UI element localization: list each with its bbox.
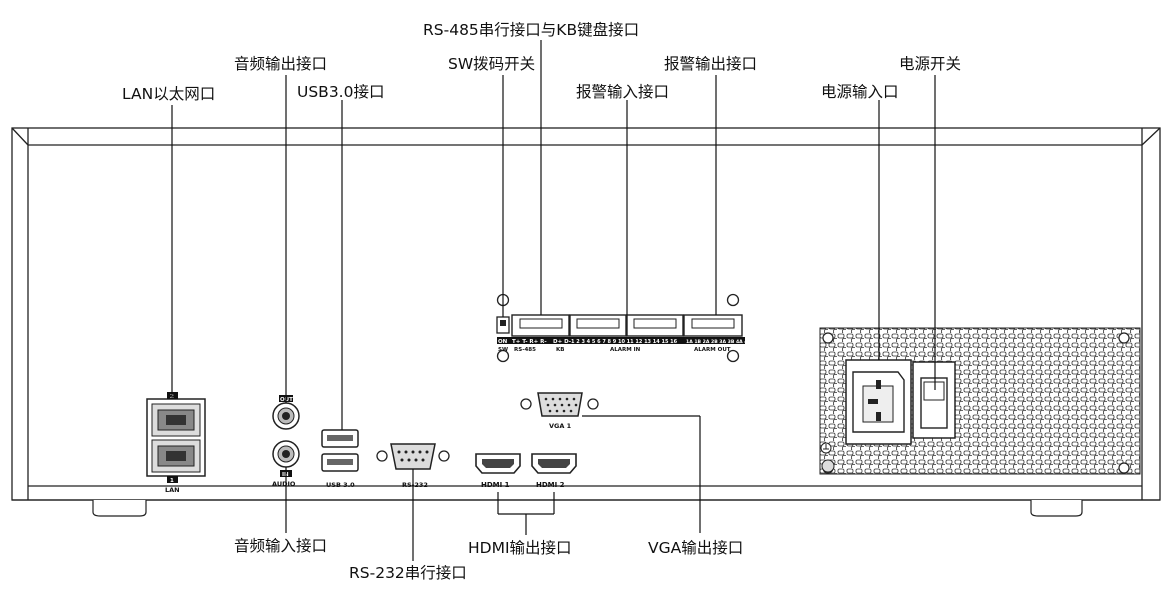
callout-rs232: RS-232串行接口 xyxy=(349,564,467,582)
lan-port-2[interactable] xyxy=(151,403,201,437)
callout-audio-in: 音频输入接口 xyxy=(234,537,327,555)
usb-port-2[interactable] xyxy=(321,453,359,472)
alarm-out-label: ALARM OUT xyxy=(694,347,731,353)
chassis xyxy=(11,127,1161,501)
leader-lines xyxy=(171,40,936,561)
hdmi-ports: HDMI 1 HDMI 2 xyxy=(475,453,577,489)
hdmi1-label: HDMI 1 xyxy=(481,481,510,489)
callout-vga: VGA输出接口 xyxy=(648,539,743,557)
callout-lan: LAN以太网口 xyxy=(122,85,215,103)
hdmi-port-2[interactable] xyxy=(531,453,577,474)
power-switch[interactable] xyxy=(912,361,956,439)
sw-dip-switch[interactable] xyxy=(496,316,510,334)
usb-port-1[interactable] xyxy=(321,429,359,448)
hdmi-port-1[interactable] xyxy=(475,453,521,474)
power-supply xyxy=(819,327,1141,475)
usb-label: USB 3.0 xyxy=(326,481,355,489)
callout-labels: LAN以太网口 音频输出接口 USB3.0接口 SW拨码开关 RS-485串行接… xyxy=(122,20,961,582)
terminal-screws xyxy=(496,293,740,363)
rubber-feet xyxy=(92,500,1083,517)
callout-usb: USB3.0接口 xyxy=(297,83,384,101)
callout-power-switch: 电源开关 xyxy=(899,55,961,73)
callout-audio-out: 音频输出接口 xyxy=(234,55,327,73)
kb-pins: D+ D- xyxy=(553,339,571,345)
rs232-label: RS-232 xyxy=(402,481,428,489)
rs485-label: RS-485 xyxy=(514,347,536,353)
rs485-pins: T+ T- R+ R- xyxy=(512,339,547,345)
callout-power-in: 电源输入口 xyxy=(821,83,899,101)
callout-hdmi: HDMI输出接口 xyxy=(468,539,572,557)
vga-port[interactable]: VGA 1 xyxy=(520,392,599,430)
lan-ports: 2 1 LAN xyxy=(146,392,206,494)
usb-ports: USB 3.0 xyxy=(321,429,359,489)
vga-label: VGA 1 xyxy=(549,422,572,430)
alarm-out-pins: 1A 1B 2A 2B 3A 3B 4A 4B xyxy=(686,339,751,345)
lan-port-1[interactable] xyxy=(151,439,201,473)
lan-bottom-number: 1 xyxy=(170,478,174,484)
audio-out-jack[interactable] xyxy=(272,402,300,430)
callout-alarm-out: 报警输出接口 xyxy=(664,55,757,73)
callout-sw: SW拨码开关 xyxy=(448,55,535,73)
kb-label: KB xyxy=(556,347,564,353)
ground-icon xyxy=(820,442,835,473)
alarm-in-pins: 1 2 3 4 5 6 7 8 9 10 11 12 13 14 15 16 xyxy=(571,339,678,345)
sw-on-label: ON xyxy=(498,339,508,345)
audio-in-jack[interactable] xyxy=(272,440,300,468)
sw-label: SW xyxy=(498,347,508,353)
power-inlet[interactable] xyxy=(845,359,912,445)
terminal-block: ON T+ T- R+ R- D+ D- 1 2 3 4 5 6 7 8 9 1… xyxy=(496,293,751,363)
callout-rs485: RS-485串行接口与KB键盘接口 xyxy=(423,20,639,39)
callout-alarm-in: 报警输入接口 xyxy=(576,83,669,101)
alarm-in-label: ALARM IN xyxy=(610,347,641,353)
audio-label: AUDIO xyxy=(272,480,296,488)
lan-port-label: LAN xyxy=(165,486,180,494)
hdmi2-label: HDMI 2 xyxy=(536,481,565,489)
rs232-port[interactable]: RS-232 xyxy=(376,443,450,489)
